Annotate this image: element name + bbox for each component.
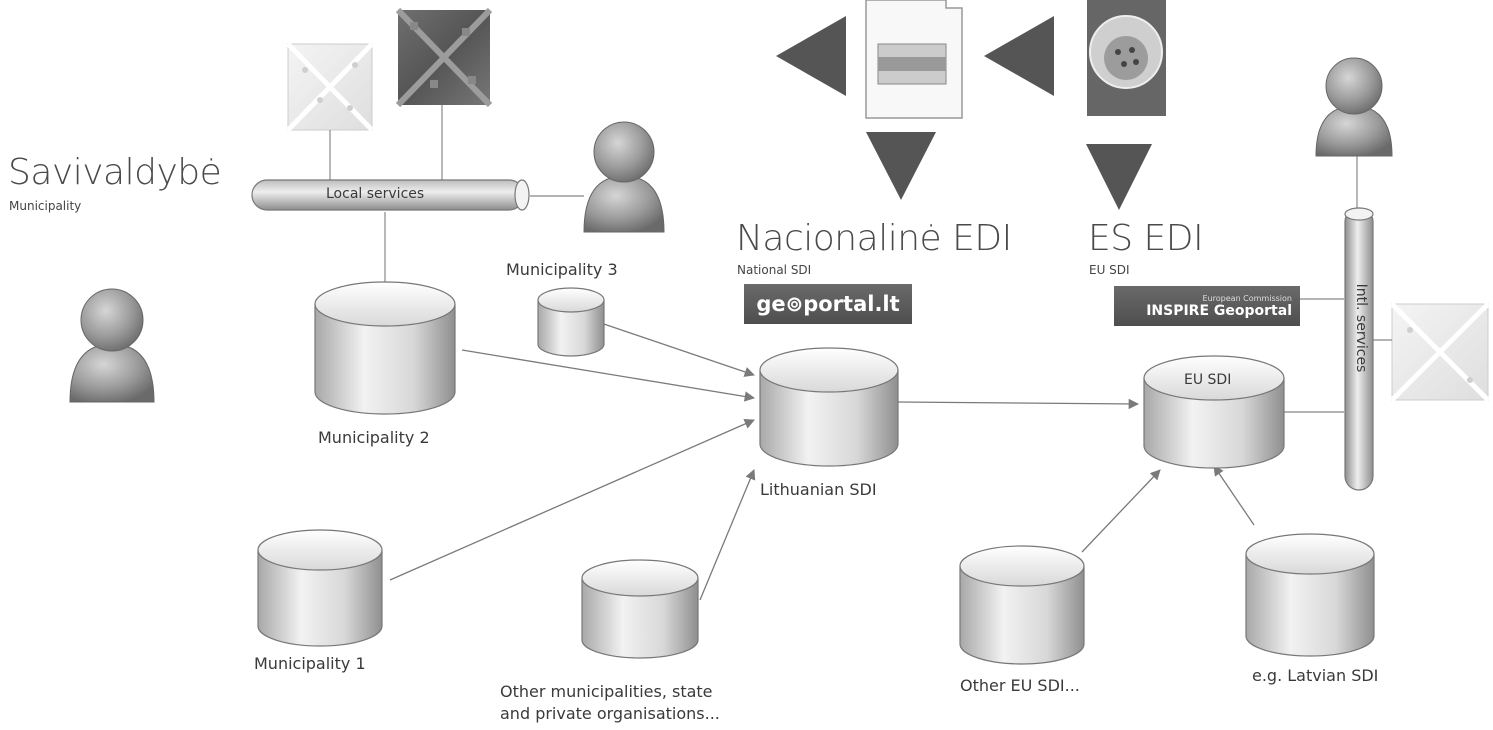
eu-sdi-subtitle: EU SDI <box>1089 263 1130 277</box>
person-icon <box>583 121 665 233</box>
arrow-municipality3-to-lt <box>597 321 755 377</box>
municipality-3-database <box>537 287 605 357</box>
inspire-logo-small: European Commission <box>1202 293 1292 303</box>
street-map-thumbnail <box>286 42 374 132</box>
other-eu-sdi-database <box>959 545 1085 665</box>
municipality-1-database <box>257 529 383 647</box>
municipality-title: Savivaldybė <box>8 152 222 193</box>
intl-services-label: Intl. services <box>1353 283 1369 373</box>
arrow-municipality2-to-lt <box>461 349 756 402</box>
municipality-3-label: Municipality 3 <box>506 260 618 279</box>
latvian-sdi-database <box>1245 533 1375 657</box>
person-icon <box>1315 57 1393 157</box>
arrow-othereu-to-eu <box>1081 469 1161 553</box>
municipality-1-label: Municipality 1 <box>254 654 366 673</box>
intl-services-pipe <box>1344 207 1374 491</box>
satellite-map-thumbnail <box>395 7 493 108</box>
intl-map-thumbnail <box>1390 302 1490 402</box>
national-sdi-subtitle: National SDI <box>737 263 812 277</box>
other-organisations-database <box>581 559 699 659</box>
arrow-latvian-to-eu <box>1213 465 1255 526</box>
municipality-2-database <box>314 281 456 415</box>
folder-document-icon <box>865 0 963 119</box>
local-services-label: Local services <box>326 186 425 202</box>
eu-sdi-title: ES EDI <box>1088 218 1204 259</box>
local-services-pipe <box>251 179 530 211</box>
left-triangle-2-icon <box>984 16 1054 96</box>
eu-sdi-inner-label: EU SDI <box>1184 372 1232 388</box>
eu-sdi-database <box>1143 355 1285 469</box>
inspire-emblem-icon <box>1087 0 1166 116</box>
down-triangle-2-icon <box>1086 144 1152 210</box>
left-triangle-1-icon <box>776 16 846 96</box>
municipality-2-label: Municipality 2 <box>318 428 430 447</box>
inspire-logo-main: INSPIRE Geoportal <box>1146 302 1292 319</box>
inspire-geoportal-logo: European Commission INSPIRE Geoportal <box>1114 286 1300 326</box>
other-organisations-label-1: Other municipalities, state <box>500 682 713 701</box>
person-icon <box>69 288 155 403</box>
national-sdi-title: Nacionalinė EDI <box>736 218 1012 259</box>
lithuanian-sdi-database <box>759 347 899 467</box>
arrow-other-to-lt <box>699 469 756 601</box>
lithuanian-sdi-label: Lithuanian SDI <box>760 480 877 499</box>
arrow-municipality1-to-lt <box>389 419 755 581</box>
latvian-sdi-label: e.g. Latvian SDI <box>1252 666 1379 685</box>
geoportal-logo: ge⊚portal.lt <box>744 284 912 324</box>
other-eu-sdi-label: Other EU SDI... <box>960 676 1080 695</box>
geoportal-logo-text: ge⊚portal.lt <box>756 292 900 316</box>
down-triangle-1-icon <box>866 132 936 200</box>
municipality-subtitle: Municipality <box>9 199 82 213</box>
other-organisations-label-2: and private organisations... <box>500 704 720 723</box>
arrow-lt-to-eu <box>897 398 1140 410</box>
